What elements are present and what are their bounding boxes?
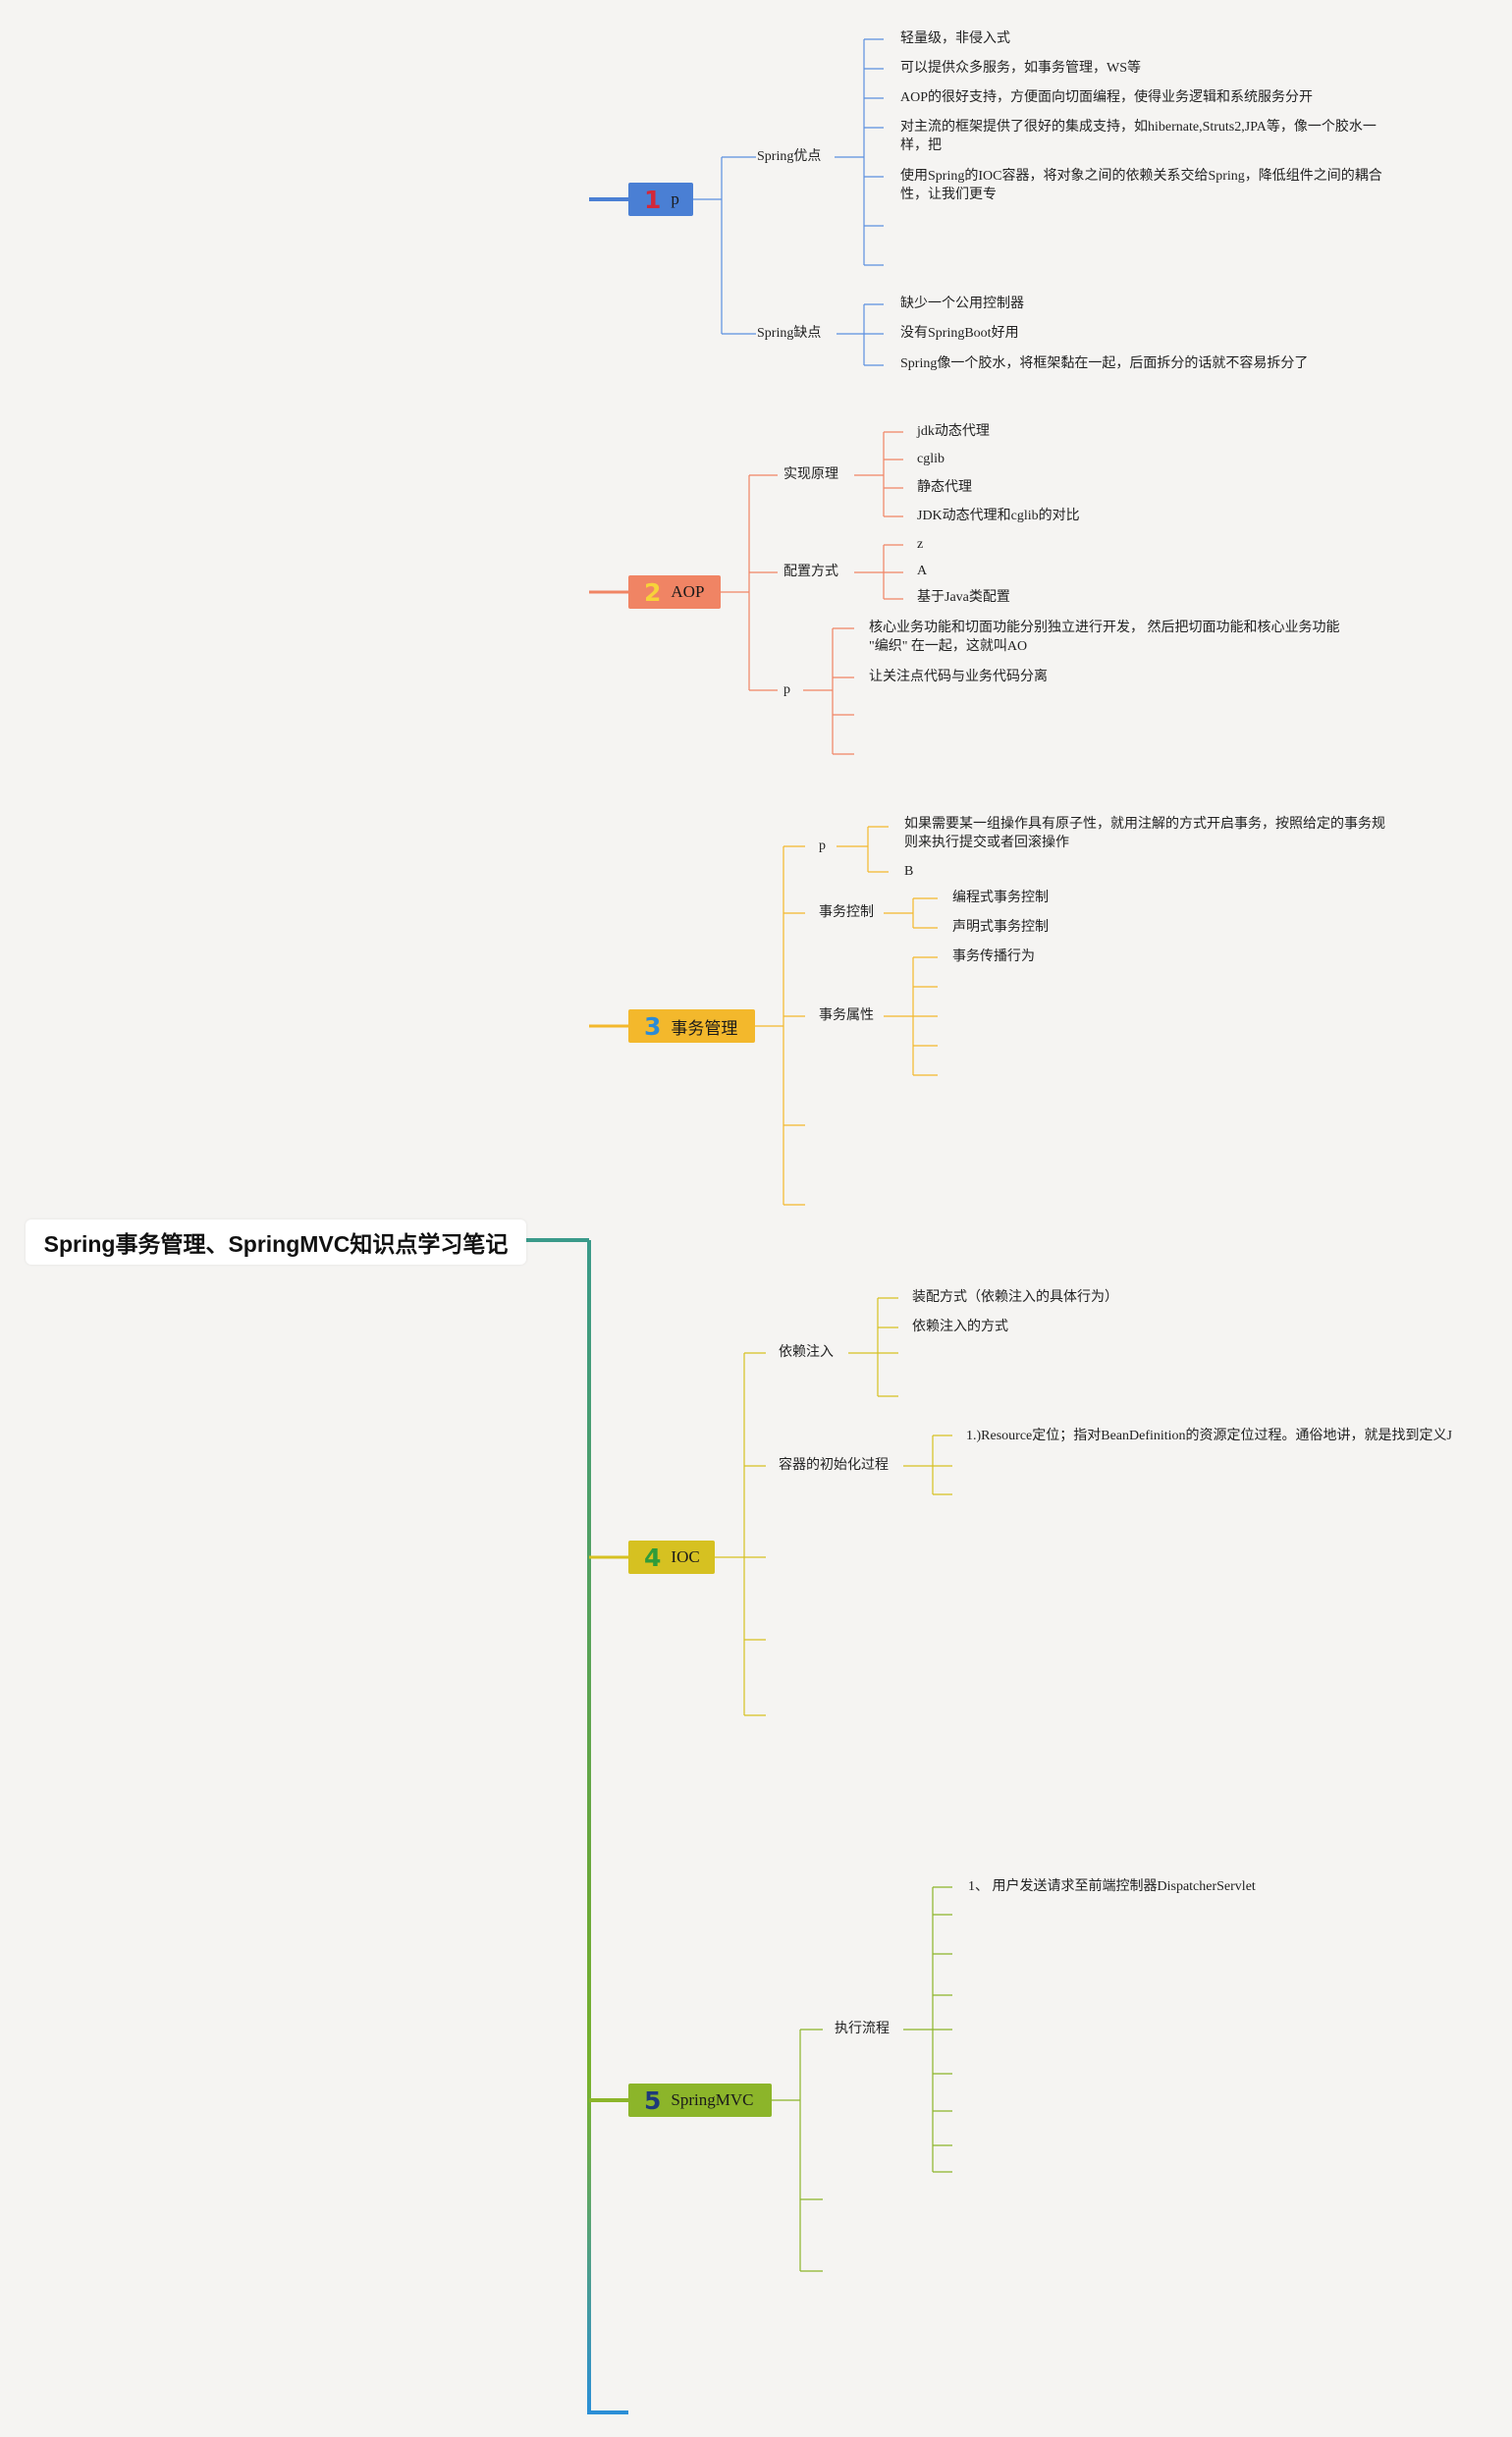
topic-spring-advantages[interactable]: Spring优点	[757, 149, 822, 164]
list-item[interactable]: 没有SpringBoot好用	[900, 326, 1019, 341]
list-item[interactable]: 编程式事务控制	[952, 891, 1049, 905]
list-item[interactable]: 如果需要某一组操作具有原子性，就用注解的方式开启事务，按照给定的事务规则来执行提…	[904, 817, 1385, 850]
list-item[interactable]: 静态代理	[917, 480, 972, 495]
topic-aop-concept[interactable]: p	[783, 682, 790, 697]
list-item[interactable]: AOP的很好支持，方便面向切面编程，使得业务逻辑和系统服务分开	[900, 90, 1314, 105]
topic-aop-principle[interactable]: 实现原理	[783, 467, 838, 482]
topic-transaction-concept[interactable]: p	[819, 839, 826, 853]
branch-number: 5	[644, 2085, 662, 2115]
topic-spring-disadvantages[interactable]: Spring缺点	[757, 326, 822, 341]
branch-ioc[interactable]: 4 IOC	[628, 1541, 715, 1574]
list-item[interactable]: 声明式事务控制	[952, 920, 1049, 935]
branch-aop[interactable]: 2 AOP	[628, 575, 721, 609]
branch-number: 3	[644, 1011, 662, 1041]
branch-number: 1	[644, 185, 662, 214]
list-item[interactable]: B	[904, 864, 914, 879]
list-item[interactable]: 缺少一个公用控制器	[900, 297, 1024, 311]
branch-spring-overview[interactable]: 1 p	[628, 183, 693, 216]
root-topic[interactable]: Spring事务管理、SpringMVC知识点学习笔记	[26, 1219, 526, 1265]
list-item[interactable]: 事务传播行为	[952, 949, 1035, 964]
topic-transaction-control[interactable]: 事务控制	[819, 905, 874, 920]
branch-label: AOP	[671, 582, 705, 601]
list-item[interactable]: 装配方式（依赖注入的具体行为）	[912, 1290, 1118, 1305]
list-item[interactable]: 依赖注入的方式	[912, 1320, 1008, 1334]
list-item[interactable]: cglib	[917, 452, 945, 466]
list-item[interactable]: 1.)Resource定位；指对BeanDefinition的资源定位过程。通俗…	[966, 1429, 1453, 1443]
list-item[interactable]: 使用Spring的IOC容器，将对象之间的依赖关系交给Spring，降低组件之间…	[900, 169, 1382, 202]
topic-execution-flow[interactable]: 执行流程	[835, 2022, 890, 2036]
list-item[interactable]: 可以提供众多服务，如事务管理，WS等	[900, 61, 1141, 76]
branch-number: 4	[644, 1543, 662, 1572]
list-item[interactable]: z	[917, 537, 924, 552]
branch-label: 事务管理	[671, 1018, 738, 1038]
topic-dependency-injection[interactable]: 依赖注入	[779, 1345, 834, 1360]
list-item[interactable]: A	[917, 564, 928, 578]
branch-label: IOC	[671, 1547, 700, 1566]
list-item[interactable]: 1、 用户发送请求至前端控制器DispatcherServlet	[968, 1879, 1256, 1894]
branch-transaction[interactable]: 3 事务管理	[628, 1009, 755, 1043]
list-item[interactable]: 轻量级，非侵入式	[900, 31, 1010, 46]
topic-aop-config[interactable]: 配置方式	[783, 565, 838, 579]
list-item[interactable]: 让关注点代码与业务代码分离	[869, 670, 1048, 684]
branch-number: 2	[644, 577, 662, 607]
branch-label: p	[671, 190, 679, 208]
list-item[interactable]: JDK动态代理和cglib的对比	[917, 509, 1080, 523]
topic-container-init[interactable]: 容器的初始化过程	[779, 1458, 889, 1473]
branch-springmvc[interactable]: 5 SpringMVC	[628, 2084, 772, 2117]
list-item[interactable]: 核心业务功能和切面功能分别独立进行开发， 然后把切面功能和核心业务功能 "编织"…	[869, 621, 1340, 654]
branch-label: SpringMVC	[671, 2090, 754, 2109]
list-item[interactable]: 基于Java类配置	[917, 590, 1010, 605]
topic-transaction-attributes[interactable]: 事务属性	[819, 1008, 874, 1023]
list-item[interactable]: jdk动态代理	[917, 424, 990, 439]
list-item[interactable]: 对主流的框架提供了很好的集成支持，如hibernate,Struts2,JPA等…	[900, 120, 1377, 153]
list-item[interactable]: Spring像一个胶水，将框架黏在一起，后面拆分的话就不容易拆分了	[900, 356, 1309, 371]
